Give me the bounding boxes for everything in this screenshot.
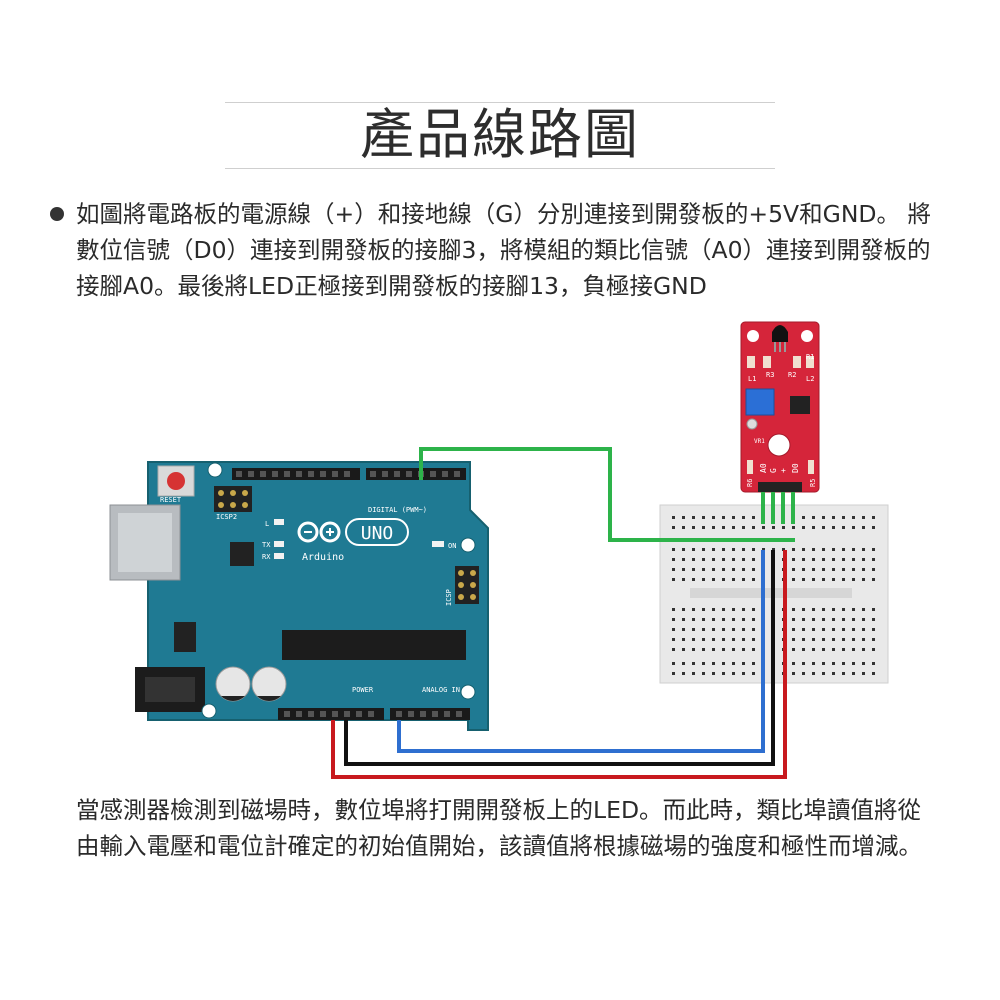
intro-paragraph: 如圖將電路板的電源線（+）和接地線（G）分別連接到開發板的+5V和GND。 將數… — [48, 196, 938, 304]
tx-label: TX — [262, 541, 271, 549]
pin-plus — [781, 492, 785, 524]
wiring-diagram: UNO Arduino RESET ICSP2 DIGITAL (PWM~) O… — [109, 321, 889, 779]
r1-label: R1 — [806, 353, 814, 361]
hall-sensor-icon — [772, 325, 788, 342]
icsp2-header — [214, 486, 252, 512]
voltage-regulator — [174, 622, 196, 652]
arduino-logo-icon — [297, 518, 409, 546]
power-label: POWER — [352, 686, 374, 694]
r2-label: R2 — [788, 371, 796, 379]
bullet-icon — [50, 207, 64, 221]
intro-text: 如圖將電路板的電源線（+）和接地線（G）分別連接到開發板的+5V和GND。 將數… — [76, 200, 931, 300]
wire-a0-to-a0 — [397, 550, 765, 753]
r6-label: R6 — [746, 479, 754, 487]
icsp-header — [455, 566, 479, 604]
wire-plus-to-5v — [331, 550, 787, 779]
l2-label: L2 — [806, 375, 814, 383]
title-bottom-rule — [225, 168, 775, 169]
outro-paragraph: 當感測器檢測到磁場時，數位埠將打開開發板上的LED。而此時，類比埠讀值將從由輸入… — [76, 796, 922, 860]
vr1-label: VR1 — [754, 438, 765, 445]
pin-plus-label: + — [779, 468, 788, 473]
led-l-label: L — [265, 520, 269, 528]
icsp2-label: ICSP2 — [216, 513, 237, 521]
board-model: UNO — [361, 523, 394, 544]
r5-label: R5 — [809, 479, 817, 487]
digital-label: DIGITAL (PWM~) — [368, 506, 427, 514]
capacitor-2 — [251, 666, 287, 702]
capacitor-1 — [215, 666, 251, 702]
pin-a0 — [761, 492, 765, 524]
led-on — [432, 541, 444, 547]
led-rx — [274, 553, 284, 559]
title-area: 產品線路圖 — [0, 95, 1000, 175]
page-title: 產品線路圖 — [360, 103, 640, 166]
reset-button-cap — [167, 472, 185, 490]
analog-label: ANALOG IN — [422, 686, 460, 694]
pin-g-label: G — [769, 468, 778, 473]
wire-g-to-gnd — [344, 550, 775, 766]
board-brand: Arduino — [302, 552, 344, 563]
pin-g — [771, 492, 775, 524]
comparator-chip — [790, 396, 810, 414]
digital-header-right — [366, 468, 466, 480]
potentiometer — [745, 388, 775, 416]
usb-chip — [230, 542, 254, 566]
hall-sensor-module: VR1 R1 R2 R3 R5 R6 L1 L2 A0 G + D0 — [740, 321, 820, 524]
microcontroller-chip — [282, 630, 466, 660]
r3-label: R3 — [766, 371, 774, 379]
icsp-label: ICSP — [445, 589, 453, 606]
reset-label: RESET — [160, 496, 182, 504]
rx-label: RX — [262, 553, 271, 561]
l1-label: L1 — [748, 375, 756, 383]
arduino-board: UNO Arduino RESET ICSP2 DIGITAL (PWM~) O… — [109, 461, 489, 731]
pin-a0-label: A0 — [759, 463, 768, 473]
title-top-rule — [225, 102, 775, 103]
led-l — [274, 519, 284, 525]
on-label: ON — [448, 542, 456, 550]
pin-d0-label: D0 — [791, 463, 800, 473]
pin-d0 — [791, 492, 795, 524]
wire-d0-to-pin3 — [419, 447, 795, 542]
led-tx — [274, 541, 284, 547]
